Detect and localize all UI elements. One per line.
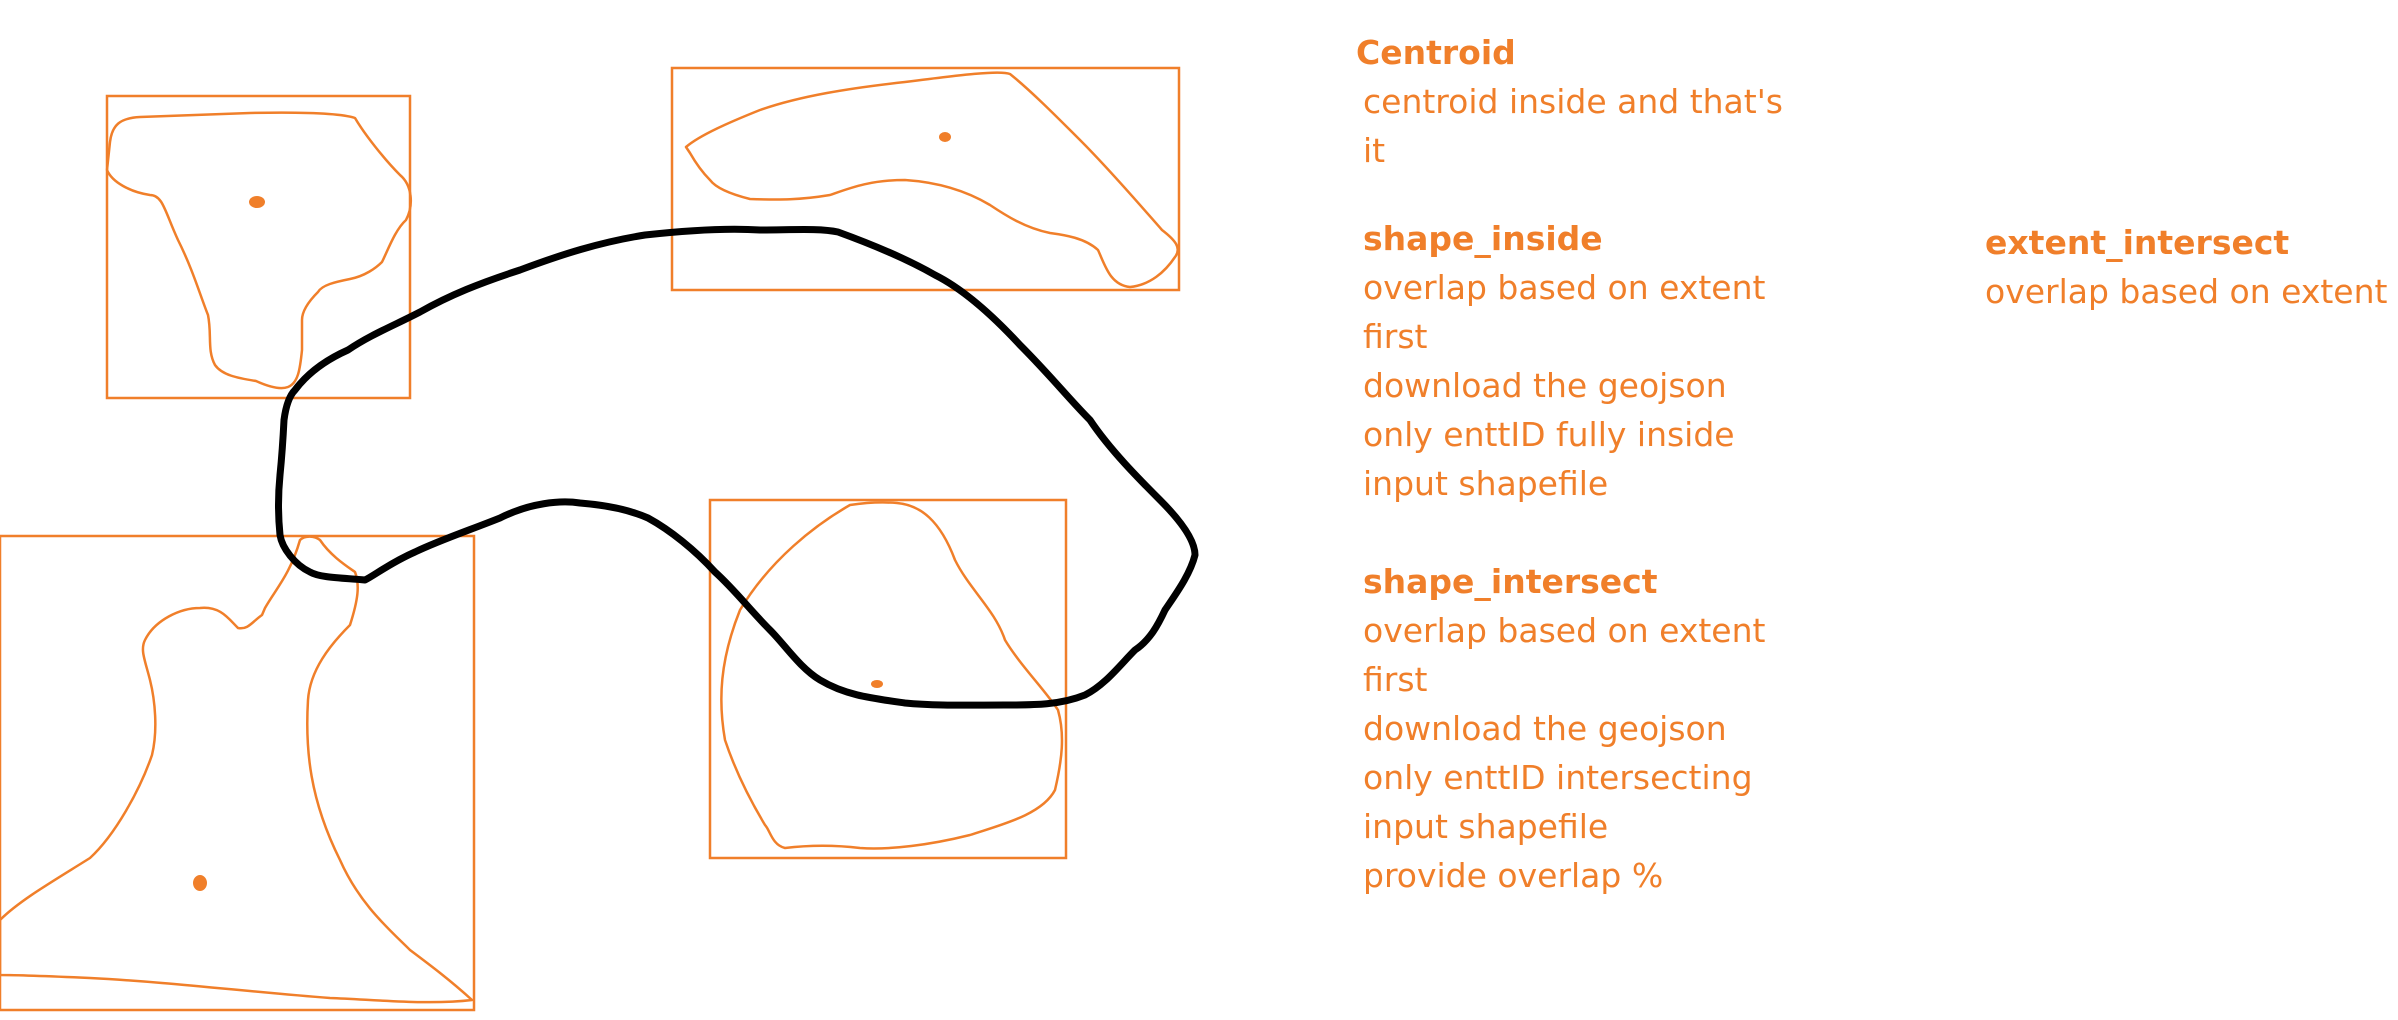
feature-middle-bottom — [708, 498, 1068, 860]
polygon-middle-bottom — [720, 501, 1064, 850]
extent-box-middle-bottom — [708, 498, 1068, 860]
extent-box-top-left — [105, 94, 412, 400]
centroid-dot-middle-bottom — [871, 680, 883, 688]
centroid-line-2: it — [1363, 131, 1386, 170]
polygon-top-right — [684, 71, 1179, 289]
centroid-dot-top-left — [249, 196, 265, 208]
extent-intersect-heading: extent_intersect — [1985, 223, 2290, 262]
feature-top-right — [670, 66, 1181, 292]
shape-inside-line-5: input shapefile — [1363, 464, 1609, 503]
shape-intersect-line-2: first — [1363, 660, 1428, 699]
feature-top-left — [105, 94, 413, 400]
centroid-line-1: centroid inside and that's — [1363, 82, 1783, 121]
polygon-bottom-left — [0, 535, 474, 1004]
centroid-heading: Centroid — [1356, 33, 1516, 72]
shape-intersect-line-1: overlap based on extent — [1363, 611, 1766, 650]
shape-inside-line-4: only enttID fully inside — [1363, 415, 1735, 454]
shape-inside-line-3: download the geojson — [1363, 366, 1727, 405]
extent-intersect-line-1: overlap based on extent — [1985, 272, 2388, 311]
centroid-dot-bottom-left — [193, 875, 207, 891]
shape-intersect-line-5: input shapefile — [1363, 807, 1609, 846]
shape-inside-heading: shape_inside — [1363, 219, 1603, 258]
shape-intersect-line-3: download the geojson — [1363, 709, 1727, 748]
input-shape-outline — [275, 225, 1199, 709]
polygon-top-left — [105, 111, 413, 390]
shape-intersect-line-4: only enttID intersecting — [1363, 758, 1753, 797]
extent-intersect-note: extent_intersect overlap based on extent — [1985, 218, 2387, 316]
centroid-dot-top-right — [939, 132, 951, 142]
shape-inside-line-1: overlap based on extent — [1363, 268, 1766, 307]
shape-intersect-line-6: provide overlap % — [1363, 856, 1664, 895]
shape-intersect-note: shape_intersect overlap based on extent … — [1363, 557, 1765, 900]
extent-box-bottom-left — [0, 534, 476, 1012]
feature-bottom-left — [0, 534, 476, 1012]
shape-inside-note: shape_inside overlap based on extent fir… — [1363, 214, 1765, 508]
shape-intersect-heading: shape_intersect — [1363, 562, 1658, 601]
extent-box-top-right — [670, 66, 1181, 292]
centroid-note: Centroid centroid inside and that's it — [1356, 28, 1783, 175]
shape-inside-line-2: first — [1363, 317, 1428, 356]
